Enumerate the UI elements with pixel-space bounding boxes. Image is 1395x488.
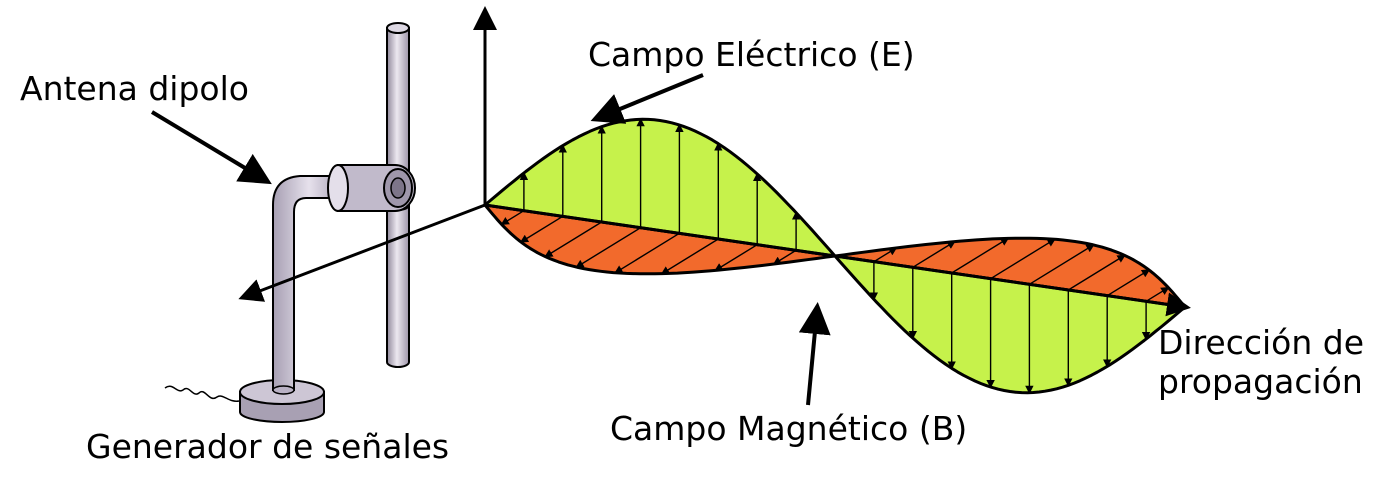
- direction-label-line1: Dirección de: [1158, 323, 1365, 362]
- magnetic-field-label: Campo Magnético (B): [610, 409, 968, 448]
- magnetic-lobe-2-vector: [912, 240, 956, 268]
- electric-field-wave: [483, 117, 1187, 395]
- magnetic-lobe-2-vector: [990, 238, 1056, 280]
- direction-label-line2: propagación: [1158, 362, 1363, 401]
- dipole-antenna: [327, 22, 416, 368]
- magnetic-lobe-1-vector: [575, 227, 641, 268]
- magnetic-lobe-2-vector: [951, 237, 1010, 274]
- magnetic-pointer-arrow: [798, 302, 831, 406]
- signal-generator: [164, 379, 325, 423]
- magnetic-lobe-2-vector: [873, 247, 898, 263]
- electric-lobe-2: [833, 254, 1187, 395]
- propagation-axis: [484, 203, 1191, 317]
- magnetic-lobe-1-vector: [614, 232, 680, 274]
- electric-pointer-arrow: [590, 73, 704, 124]
- generator-label: Generador de señales: [86, 427, 450, 466]
- coordinate-axes: [238, 6, 497, 302]
- pointer-arrows: [150, 73, 831, 406]
- magnetic-lobe-2-vector: [1029, 244, 1095, 285]
- antenna-label: Antena dipolo: [20, 69, 249, 108]
- magnetic-lobe-1-vector: [714, 244, 758, 272]
- magnetic-lobe-2-vector: [1067, 254, 1126, 291]
- magnetic-lobe-1-vector: [500, 210, 525, 226]
- magnetic-field-wave: [483, 203, 1187, 309]
- electric-lobe-1: [483, 117, 837, 258]
- magnetic-lobe-1-vector: [544, 221, 603, 258]
- magnetic-lobe-1-vector: [519, 215, 564, 243]
- magnetic-lobe-1-vector: [772, 249, 797, 265]
- magnetic-lobe-2-vector: [1106, 269, 1151, 297]
- magnetic-lobe-2: [833, 236, 1187, 309]
- antenna-pointer-arrow: [150, 110, 272, 185]
- magnetic-lobe-1: [483, 203, 837, 276]
- magnetic-lobe-2-vector: [1145, 286, 1170, 302]
- electric-field-label: Campo Eléctrico (E): [588, 35, 915, 74]
- magnetic-lobe-1-vector: [660, 238, 719, 275]
